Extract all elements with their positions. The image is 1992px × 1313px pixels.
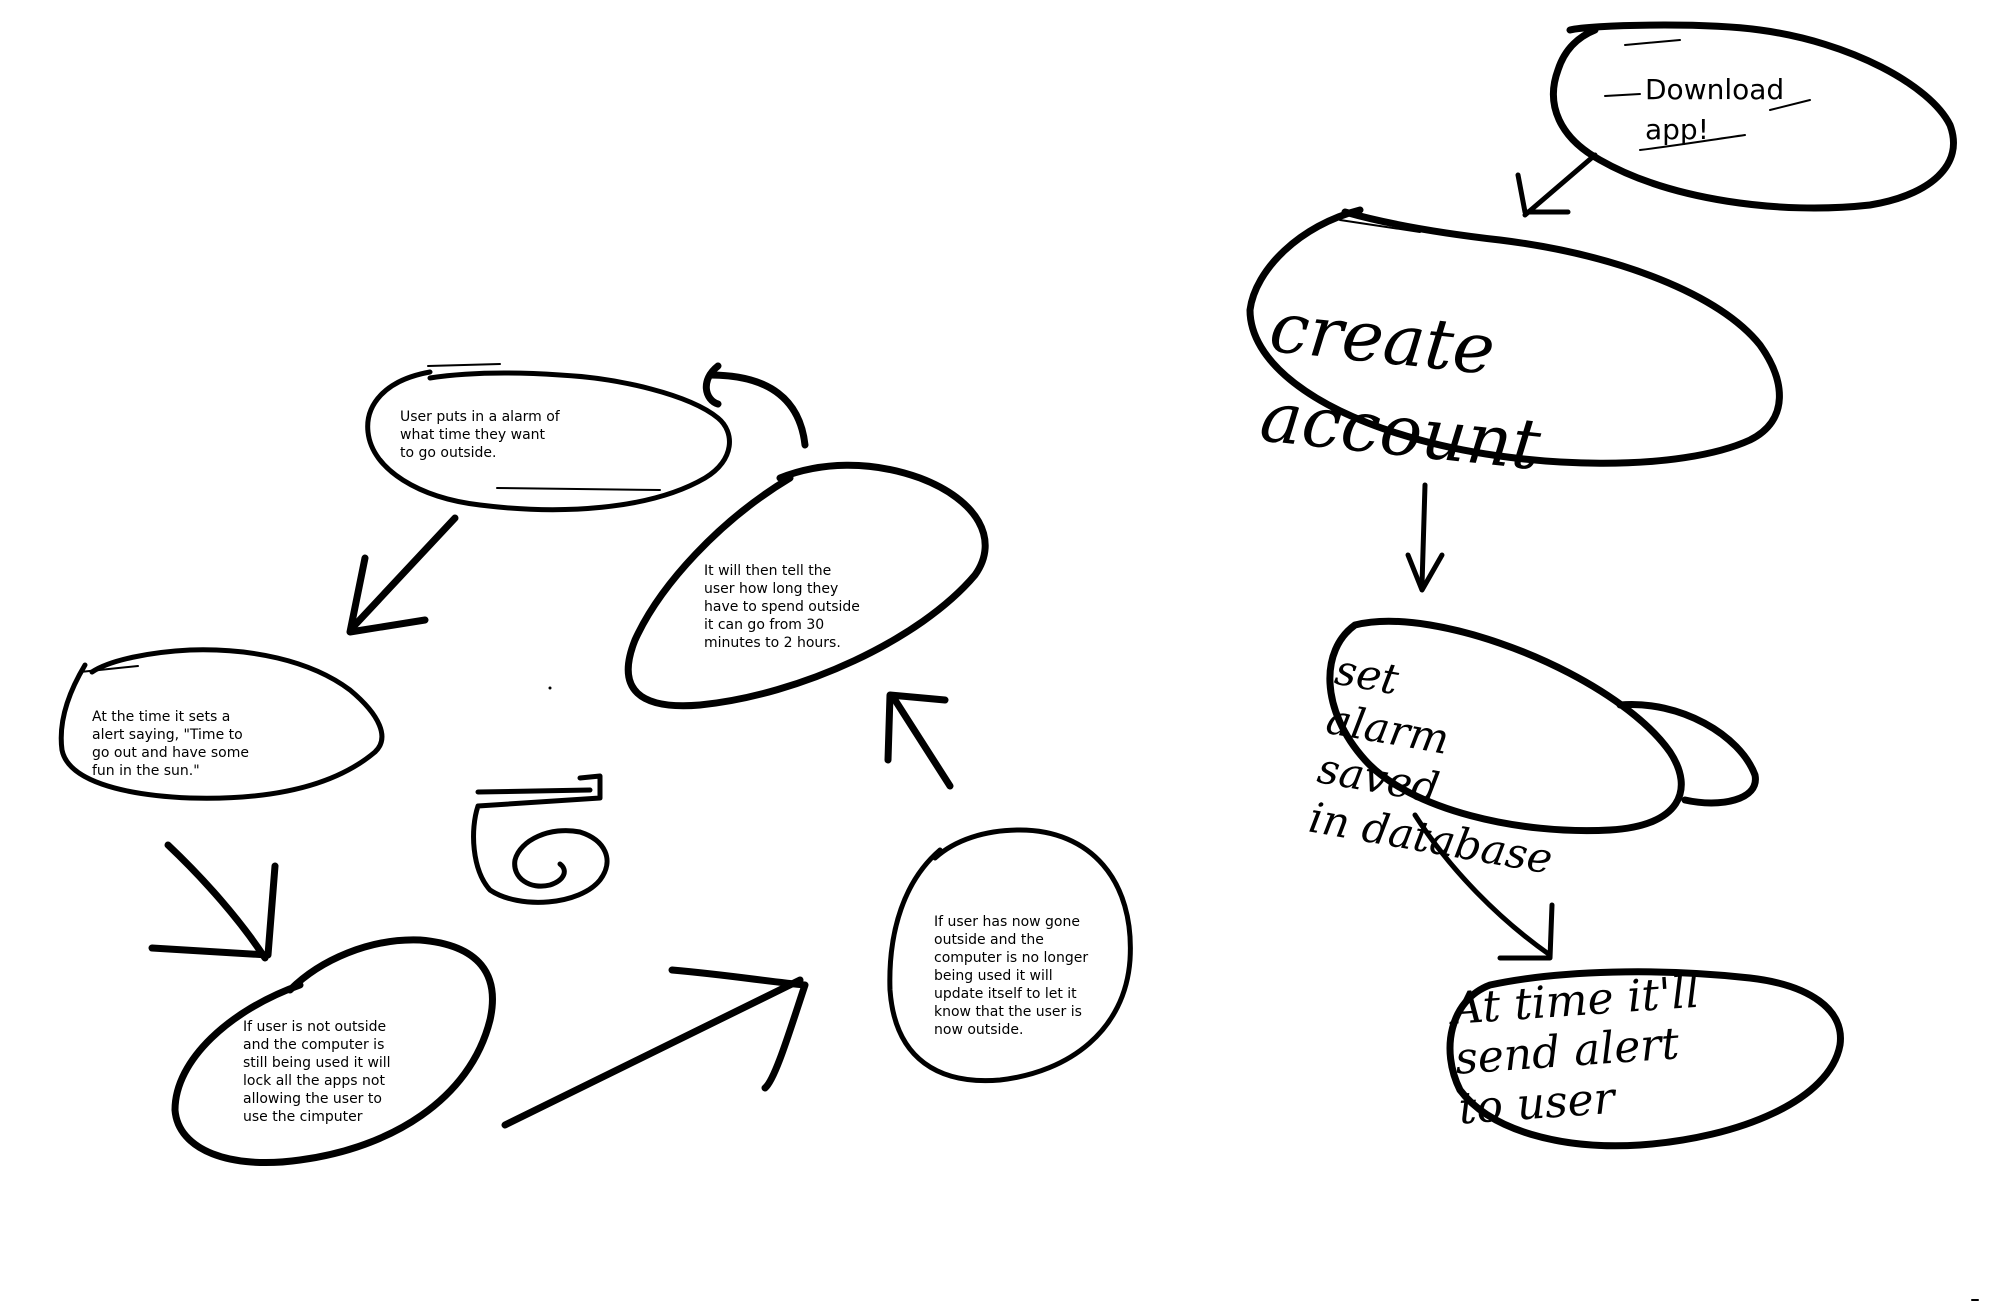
- node-set-alarm-time-text: User puts in a alarm of what time they w…: [400, 409, 560, 461]
- node-set-alarm-text: set alarm saved in database: [1305, 645, 1557, 884]
- node-create-account-text: create account: [1256, 285, 1545, 487]
- node-alert-text: At the time it sets a alert saying, "Tim…: [92, 709, 249, 779]
- arrow-lock-to-update: [501, 966, 809, 1129]
- arrow-download-to-create: [1515, 152, 1598, 218]
- arrow-time-to-alarm: [702, 362, 809, 449]
- node-time-outside-shape: [624, 461, 989, 710]
- arrow-alarm-to-alert: [346, 514, 459, 636]
- node-at-time-text: At time it'll send alert to user: [1449, 966, 1702, 1135]
- node-update-outside-shape: [887, 827, 1133, 1084]
- node-set-alarm-shape: [1326, 617, 1759, 835]
- node-update-outside-text: If user has now gone outside and the com…: [934, 914, 1089, 1038]
- node-download-shape: [1550, 21, 1957, 212]
- node-create-account-shape: [1246, 206, 1783, 467]
- arrow-setalarm-to-attime: [1412, 812, 1555, 961]
- node-at-time-shape: [1446, 968, 1844, 1150]
- arrow-create-to-setalarm: [1405, 482, 1445, 593]
- spiral-doodle: [471, 773, 610, 905]
- stray-dot: [548, 686, 552, 690]
- node-set-alarm-time-shape: [365, 363, 732, 513]
- node-lock-apps-text: If user is not outside and the computer …: [243, 1019, 391, 1125]
- arrow-update-to-time: [884, 691, 954, 790]
- node-alert-shape: [58, 647, 385, 801]
- arrow-alert-to-lock: [148, 841, 279, 962]
- node-lock-apps-shape: [171, 936, 496, 1167]
- node-download-text: Download app!: [1645, 73, 1785, 146]
- node-time-outside-text: It will then tell the user how long they…: [704, 563, 860, 651]
